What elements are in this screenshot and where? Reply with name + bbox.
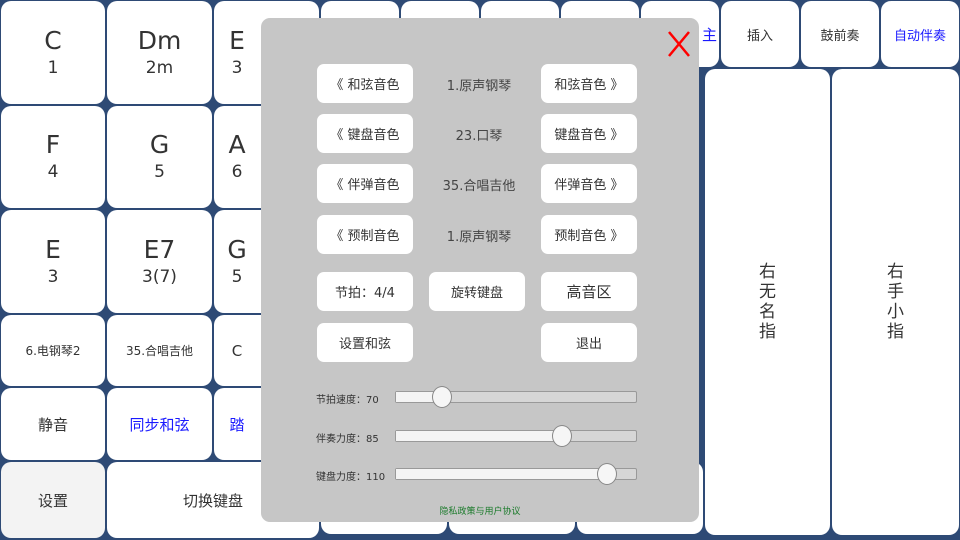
chord-name: C bbox=[44, 25, 62, 55]
prev-keyboard-tone-button[interactable]: 《 键盘音色 bbox=[317, 114, 413, 153]
chord-tone-value: 1.原声钢琴 bbox=[446, 79, 512, 94]
next-preset-tone-button[interactable]: 预制音色 》 bbox=[541, 215, 637, 254]
pedal-label: 踏 bbox=[229, 415, 245, 434]
button-label: 退出 bbox=[575, 337, 602, 352]
sync-chord-button[interactable]: 同步和弦 bbox=[107, 388, 212, 460]
switch-keyboard-label: 切换键盘 bbox=[182, 491, 243, 510]
right-ring-finger-key[interactable]: 右无名指 bbox=[705, 69, 830, 535]
chord-number: 4 bbox=[47, 162, 59, 182]
button-label: 设置和弦 bbox=[338, 337, 391, 352]
privacy-policy-link[interactable]: 隐私政策与用户协议 bbox=[439, 507, 521, 517]
mute-button[interactable]: 静音 bbox=[1, 388, 105, 460]
chord-number: 3 bbox=[47, 266, 59, 287]
exit-button[interactable]: 退出 bbox=[541, 323, 637, 362]
instrument-key[interactable]: 35.合唱吉他 bbox=[107, 315, 212, 386]
slider-thumb[interactable] bbox=[551, 425, 572, 447]
button-label: 预制音色 》 bbox=[554, 229, 624, 244]
button-label: 《 伴弹音色 bbox=[330, 178, 400, 193]
chord-number: 6 bbox=[231, 162, 243, 182]
auto-accompaniment-button[interactable]: 自动伴奏 bbox=[881, 1, 959, 67]
slider-fill bbox=[396, 469, 608, 479]
insert-label: 插入 bbox=[746, 28, 773, 44]
next-accompaniment-tone-button[interactable]: 伴弹音色 》 bbox=[541, 164, 637, 203]
sync-chord-label: 同步和弦 bbox=[129, 415, 190, 434]
mute-label: 静音 bbox=[37, 415, 68, 434]
button-label: 《 键盘音色 bbox=[330, 128, 400, 143]
instrument-label: 35.合唱吉他 bbox=[125, 344, 194, 358]
right-pinky-key[interactable]: 右手小指 bbox=[832, 69, 959, 535]
button-label: 旋转键盘 bbox=[450, 286, 503, 301]
beat-button[interactable]: 节拍：4/4 bbox=[317, 272, 413, 311]
button-label: 和弦音色 》 bbox=[554, 78, 624, 93]
prev-accompaniment-tone-button[interactable]: 《 伴弹音色 bbox=[317, 164, 413, 203]
chord-number: 2m bbox=[145, 57, 174, 78]
drum-intro-label: 鼓前奏 bbox=[820, 28, 860, 44]
button-label: 高音区 bbox=[566, 283, 612, 301]
insert-button[interactable]: 插入 bbox=[721, 1, 799, 67]
accompaniment-velocity-label: 伴奏力度：85 bbox=[316, 434, 379, 445]
accompaniment-velocity-slider[interactable] bbox=[395, 425, 637, 447]
settings-button[interactable]: 设置 bbox=[1, 462, 105, 538]
accompaniment-tone-value: 35.合唱吉他 bbox=[442, 179, 516, 194]
chord-name: E bbox=[229, 25, 245, 55]
chord-number: 1 bbox=[47, 57, 59, 78]
button-label: 《 预制音色 bbox=[330, 229, 400, 244]
button-label: 键盘音色 》 bbox=[554, 128, 624, 143]
next-chord-tone-button[interactable]: 和弦音色 》 bbox=[541, 64, 637, 103]
keyboard-velocity-label: 键盘力度：110 bbox=[316, 472, 386, 483]
instrument-label: 6.电钢琴2 bbox=[25, 344, 81, 358]
top-key-label: 主 bbox=[701, 25, 717, 44]
chord-number: 5 bbox=[154, 162, 165, 182]
chord-number: 5 bbox=[231, 266, 243, 287]
close-icon[interactable] bbox=[667, 30, 691, 58]
instrument-key[interactable]: 6.电钢琴2 bbox=[1, 315, 105, 386]
settings-label: 设置 bbox=[37, 491, 68, 510]
chord-number: 3 bbox=[231, 57, 243, 78]
chord-name: F bbox=[45, 130, 61, 159]
right-ring-finger-label: 右无名指 bbox=[759, 262, 776, 342]
slider-thumb[interactable] bbox=[597, 463, 618, 485]
keyboard-tone-value: 23.口琴 bbox=[455, 129, 503, 144]
right-pinky-label: 右手小指 bbox=[887, 262, 904, 342]
rotate-keyboard-button[interactable]: 旋转键盘 bbox=[429, 272, 525, 311]
slider-thumb[interactable] bbox=[431, 386, 452, 408]
chord-name: G bbox=[227, 234, 247, 264]
chord-number: 3(7) bbox=[142, 266, 177, 287]
button-label: 《 和弦音色 bbox=[330, 78, 400, 93]
chord-name: E bbox=[45, 234, 61, 264]
button-label: 节拍：4/4 bbox=[335, 286, 395, 301]
instrument-label: C bbox=[231, 341, 243, 360]
prev-preset-tone-button[interactable]: 《 预制音色 bbox=[317, 215, 413, 254]
slider-fill bbox=[396, 431, 562, 441]
preset-tone-value: 1.原声钢琴 bbox=[446, 230, 512, 245]
auto-accompaniment-label: 自动伴奏 bbox=[893, 28, 946, 44]
chord-name: G bbox=[149, 130, 170, 159]
tempo-label: 节拍速度：70 bbox=[316, 395, 379, 406]
next-keyboard-tone-button[interactable]: 键盘音色 》 bbox=[541, 114, 637, 153]
chord-name: A bbox=[228, 130, 246, 159]
prev-chord-tone-button[interactable]: 《 和弦音色 bbox=[317, 64, 413, 103]
chord-name: E7 bbox=[143, 234, 176, 264]
slider-fill bbox=[396, 392, 442, 402]
tempo-slider[interactable] bbox=[395, 386, 637, 408]
settings-dialog: 《 和弦音色 1.原声钢琴 和弦音色 》 《 键盘音色 23.口琴 键盘音色 》… bbox=[261, 18, 699, 522]
keyboard-velocity-slider[interactable] bbox=[395, 463, 637, 485]
high-register-button[interactable]: 高音区 bbox=[541, 272, 637, 311]
drum-intro-button[interactable]: 鼓前奏 bbox=[801, 1, 879, 67]
chord-name: Dm bbox=[137, 25, 182, 55]
button-label: 伴弹音色 》 bbox=[554, 178, 624, 193]
set-chord-button[interactable]: 设置和弦 bbox=[317, 323, 413, 362]
